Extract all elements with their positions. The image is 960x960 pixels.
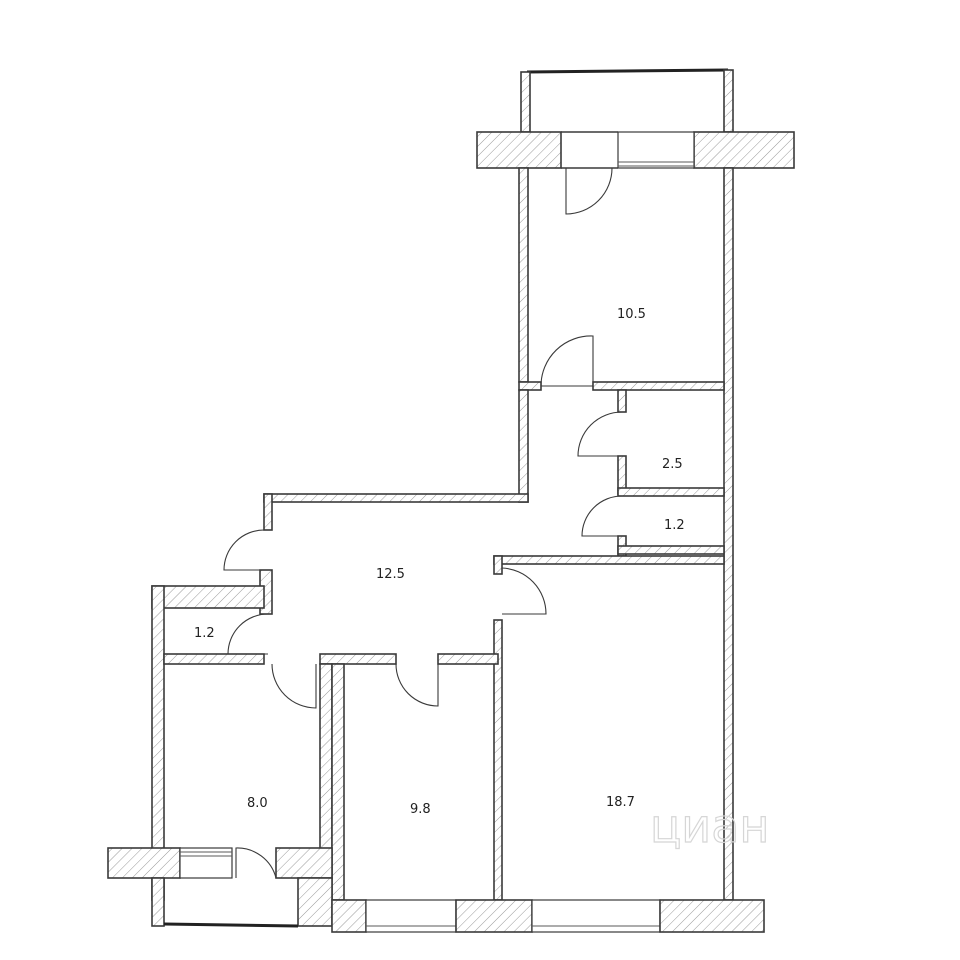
hall-left-door-swing xyxy=(223,529,265,571)
top-balcony xyxy=(520,68,734,133)
area-label-bedroom-left: 8.0 xyxy=(247,796,268,811)
room-18-door-swing xyxy=(501,567,547,615)
hall-top-wall xyxy=(263,493,529,503)
area-label-bedroom-middle: 9.8 xyxy=(410,802,431,817)
bottom-wall xyxy=(107,847,765,933)
area-label-closet: 2.5 xyxy=(662,457,683,472)
upper-left-wall xyxy=(518,167,529,383)
bedroom-middle-door-swing xyxy=(395,663,439,707)
closet-door-swing xyxy=(577,411,623,457)
watermark-logo: циан xyxy=(650,799,769,853)
balcony-bottom-door-swing xyxy=(235,847,277,879)
balcony-door-swing xyxy=(565,167,613,215)
area-label-living-room: 18.7 xyxy=(606,795,635,810)
area-label-small-room: 1.2 xyxy=(194,626,215,641)
bedroom-left-door-swing xyxy=(271,663,317,709)
top-wall xyxy=(476,131,795,169)
wc-door-swing xyxy=(581,495,623,537)
small-room-top-wall xyxy=(151,585,265,609)
right-wall xyxy=(723,167,734,901)
area-label-wc: 1.2 xyxy=(664,518,685,533)
room-10-door-swing xyxy=(540,335,594,387)
area-label-top-room: 10.5 xyxy=(617,307,646,322)
small-room-door-swing xyxy=(227,613,269,655)
area-label-hall: 12.5 xyxy=(376,567,405,582)
